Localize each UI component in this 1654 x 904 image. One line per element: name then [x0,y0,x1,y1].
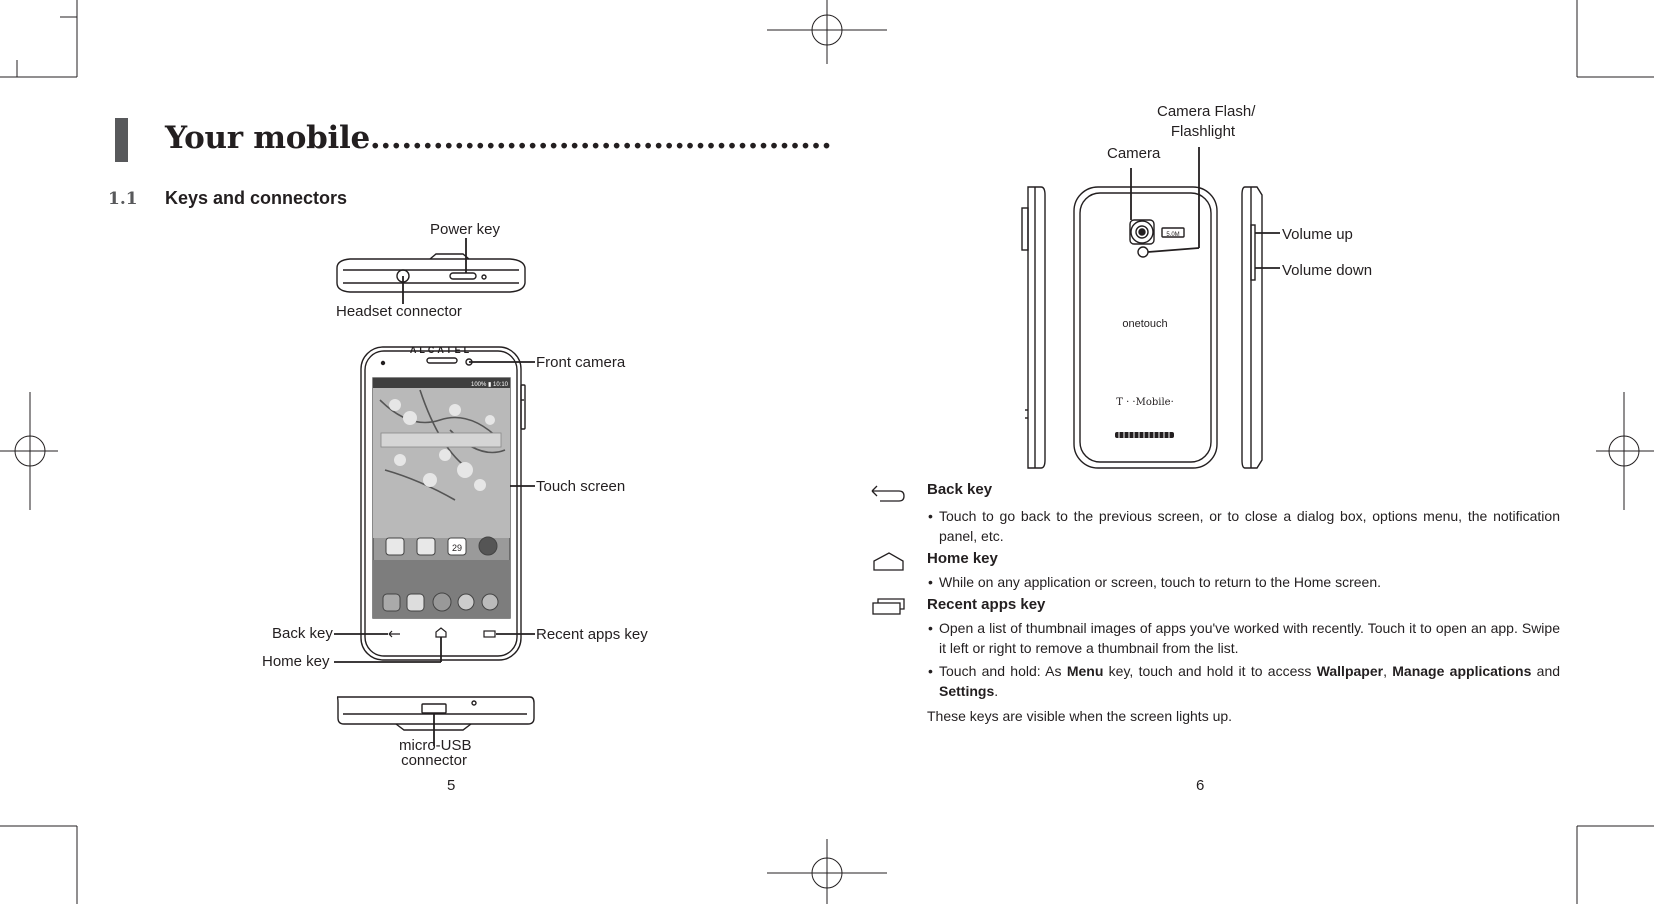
calendar-day: 29 [452,543,462,553]
page-number-left: 5 [447,777,456,794]
page-number-right: 6 [1196,777,1205,794]
label-micro-usb: micro-USB connector [399,737,472,769]
label-front-camera: Front camera [536,354,626,371]
carrier-logo: T · ·Mobile· [1116,397,1174,408]
section-number: 1.1 [108,189,138,209]
label-camera: Camera [1107,145,1161,162]
label-power-key: Power key [430,221,501,238]
label-home-key: Home key [262,653,330,670]
keys-visibility-note: These keys are visible when the screen l… [927,708,1233,724]
label-camera-flash: Camera Flash/ Flashlight [1157,103,1256,140]
home-key-icon [873,552,904,571]
phone-brand: ALCATEL [410,345,472,355]
chapter-title: Your mobile.............................… [165,120,832,156]
recent-apps-bullet-2: •Touch and hold: As Menu key, touch and … [928,663,1561,699]
status-bar-text: 100% ▮ 10:10 [471,382,509,388]
recent-apps-icon [872,598,905,615]
home-key-bullet: •While on any application or screen, tou… [928,574,1382,590]
back-logo: onetouch [1122,318,1167,330]
back-arrow-icon [871,485,905,502]
label-volume-down: Volume down [1282,262,1373,279]
label-touch-screen: Touch screen [536,478,626,495]
home-key-title: Home key [927,550,998,567]
recent-apps-bullet-1: •Open a list of thumbnail images of apps… [928,620,1560,656]
label-back-key: Back key [272,625,333,642]
label-volume-up: Volume up [1282,226,1353,243]
label-headset-connector: Headset connector [336,303,462,320]
back-key-bullet: •Touch to go back to the previous screen… [928,508,1560,544]
section-title: Keys and connectors [165,188,348,208]
chapter-marker-bar [115,118,128,162]
label-recent-apps-key: Recent apps key [536,626,648,643]
back-key-title: Back key [927,481,993,498]
recent-apps-key-title: Recent apps key [927,596,1046,613]
camera-mp: 5.0M [1166,232,1179,238]
